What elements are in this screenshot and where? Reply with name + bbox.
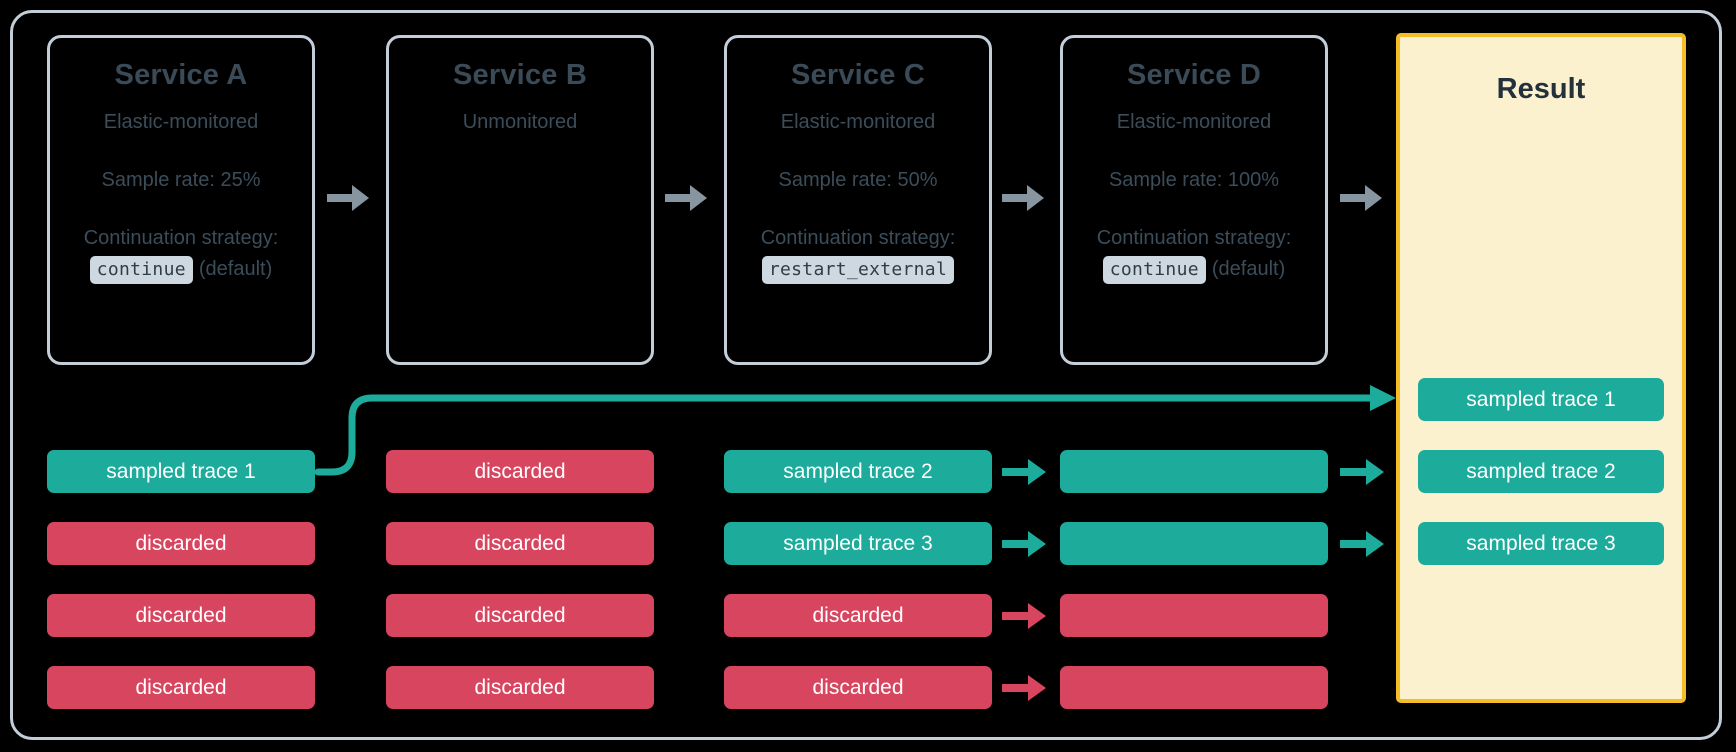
trace-arrow-d-to-result-row2-icon <box>1340 531 1384 557</box>
trace-box-d-1 <box>1060 450 1328 493</box>
trace-arrow-c-to-d-row4-icon <box>1002 675 1046 701</box>
service-a-strategy-badge: continue <box>89 256 193 285</box>
trace-arrow-c-to-d-row3-icon <box>1002 603 1046 629</box>
service-a-monitoring: Elastic-monitored <box>103 110 259 133</box>
trace-box-d-2 <box>1060 522 1328 565</box>
service-c-strategy-line: restart_external <box>727 256 989 285</box>
service-d-strategy-badge: continue <box>1102 256 1206 285</box>
service-d-sample-rate: Sample rate: 100% <box>1108 168 1280 191</box>
service-chain-arrow-b-to-c-icon <box>665 185 707 211</box>
trace-box-c-3: discarded <box>724 594 992 637</box>
trace-box-c-1: sampled trace 2 <box>724 450 992 493</box>
trace-box-a-1: sampled trace 1 <box>47 450 315 493</box>
trace-box-b-4: discarded <box>386 666 654 709</box>
service-d-strategy-note: (default) <box>1211 258 1286 281</box>
trace-box-d-3 <box>1060 594 1328 637</box>
service-card-c: Service C Elastic-monitored Sample rate:… <box>724 35 992 365</box>
service-a-strategy-label: Continuation strategy: <box>83 226 279 249</box>
service-b-monitoring: Unmonitored <box>462 110 578 133</box>
service-chain-arrow-c-to-d-icon <box>1002 185 1044 211</box>
service-c-strategy-label: Continuation strategy: <box>760 226 956 249</box>
service-a-strategy-note: (default) <box>198 258 273 281</box>
service-c-strategy-badge: restart_external <box>761 256 955 285</box>
trace-arrow-c-to-d-row1-icon <box>1002 459 1046 485</box>
service-d-strategy-line: continue(default) <box>1063 256 1325 285</box>
service-card-d: Service D Elastic-monitored Sample rate:… <box>1060 35 1328 365</box>
service-b-title: Service B <box>453 59 587 91</box>
trace-box-d-4 <box>1060 666 1328 709</box>
result-box-2: sampled trace 2 <box>1418 450 1664 493</box>
trace-box-a-2: discarded <box>47 522 315 565</box>
trace-box-a-4: discarded <box>47 666 315 709</box>
trace-box-b-3: discarded <box>386 594 654 637</box>
trace-box-b-2: discarded <box>386 522 654 565</box>
service-d-strategy-label: Continuation strategy: <box>1096 226 1292 249</box>
service-a-sample-rate: Sample rate: 25% <box>101 168 261 191</box>
service-a-strategy-line: continue(default) <box>50 256 312 285</box>
result-panel: Result <box>1396 33 1686 703</box>
service-d-monitoring: Elastic-monitored <box>1116 110 1272 133</box>
trace-box-c-4: discarded <box>724 666 992 709</box>
service-card-a: Service A Elastic-monitored Sample rate:… <box>47 35 315 365</box>
service-c-title: Service C <box>791 59 925 91</box>
trace-box-a-3: discarded <box>47 594 315 637</box>
trace-box-b-1: discarded <box>386 450 654 493</box>
service-card-b: Service B Unmonitored <box>386 35 654 365</box>
service-d-title: Service D <box>1127 59 1261 91</box>
service-c-monitoring: Elastic-monitored <box>780 110 936 133</box>
curved-connector-arrowhead-icon <box>1370 385 1396 411</box>
result-title: Result <box>1496 73 1586 105</box>
trace-arrow-d-to-result-row1-icon <box>1340 459 1384 485</box>
service-a-title: Service A <box>114 59 248 91</box>
result-box-1: sampled trace 1 <box>1418 378 1664 421</box>
service-chain-arrow-d-to-result-icon <box>1340 185 1382 211</box>
trace-arrow-c-to-d-row2-icon <box>1002 531 1046 557</box>
service-c-sample-rate: Sample rate: 50% <box>778 168 938 191</box>
service-chain-arrow-a-to-b-icon <box>327 185 369 211</box>
result-box-3: sampled trace 3 <box>1418 522 1664 565</box>
trace-box-c-2: sampled trace 3 <box>724 522 992 565</box>
